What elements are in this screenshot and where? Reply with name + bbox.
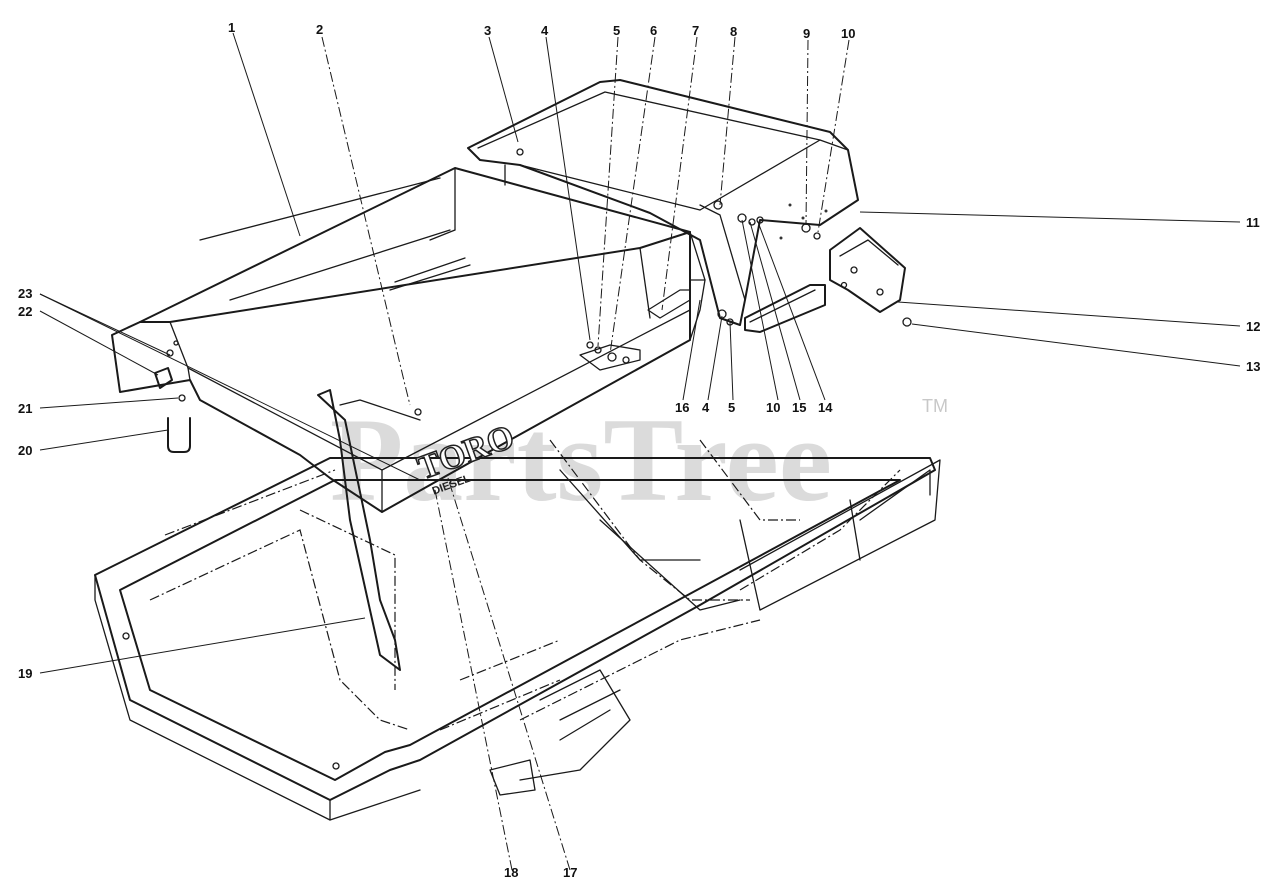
callout-4: 4 xyxy=(541,23,549,38)
front-hood-panel xyxy=(111,167,706,671)
callout-6: 6 xyxy=(650,23,657,38)
callout-19: 19 xyxy=(18,666,32,681)
callout-14: 14 xyxy=(818,400,833,415)
hood-side-bracket xyxy=(579,289,691,371)
frame-hidden-lines xyxy=(149,439,901,731)
callout-18: 18 xyxy=(504,865,518,880)
leader-lines xyxy=(39,32,1241,871)
callout-23: 23 xyxy=(18,286,32,301)
callout-17: 17 xyxy=(563,865,577,880)
u-bolt xyxy=(167,394,191,453)
callout-12: 12 xyxy=(1246,319,1260,334)
frame-tray xyxy=(94,457,941,821)
callout-2: 2 xyxy=(316,22,323,37)
callout-16: 16 xyxy=(675,400,689,415)
callout-5: 5 xyxy=(613,23,620,38)
watermark-tm: TM xyxy=(922,396,948,416)
rear-bottom-bracket xyxy=(744,284,826,333)
callout-21: 21 xyxy=(18,401,32,416)
callout-4-bottom: 4 xyxy=(702,400,710,415)
callout-10-bottom: 10 xyxy=(766,400,780,415)
callout-7: 7 xyxy=(692,23,699,38)
callout-22: 22 xyxy=(18,304,32,319)
callout-13: 13 xyxy=(1246,359,1260,374)
callout-20: 20 xyxy=(18,443,32,458)
callout-3: 3 xyxy=(484,23,491,38)
latch-assembly xyxy=(154,340,179,389)
callout-9: 9 xyxy=(803,26,810,41)
decal-outline xyxy=(339,399,421,421)
watermark: PartsTree xyxy=(330,393,832,526)
callout-11: 11 xyxy=(1246,215,1260,230)
callout-15: 15 xyxy=(792,400,806,415)
hinge-plate xyxy=(829,227,906,313)
callout-8: 8 xyxy=(730,24,737,39)
callouts: 1 2 3 4 5 6 7 8 9 10 11 12 13 14 15 10 5… xyxy=(18,20,1260,880)
rear-hood-panel xyxy=(467,79,859,326)
callout-5-bottom: 5 xyxy=(728,400,735,415)
callout-10-top: 10 xyxy=(841,26,855,41)
hardware-cluster xyxy=(414,213,912,416)
callout-1: 1 xyxy=(228,20,235,35)
